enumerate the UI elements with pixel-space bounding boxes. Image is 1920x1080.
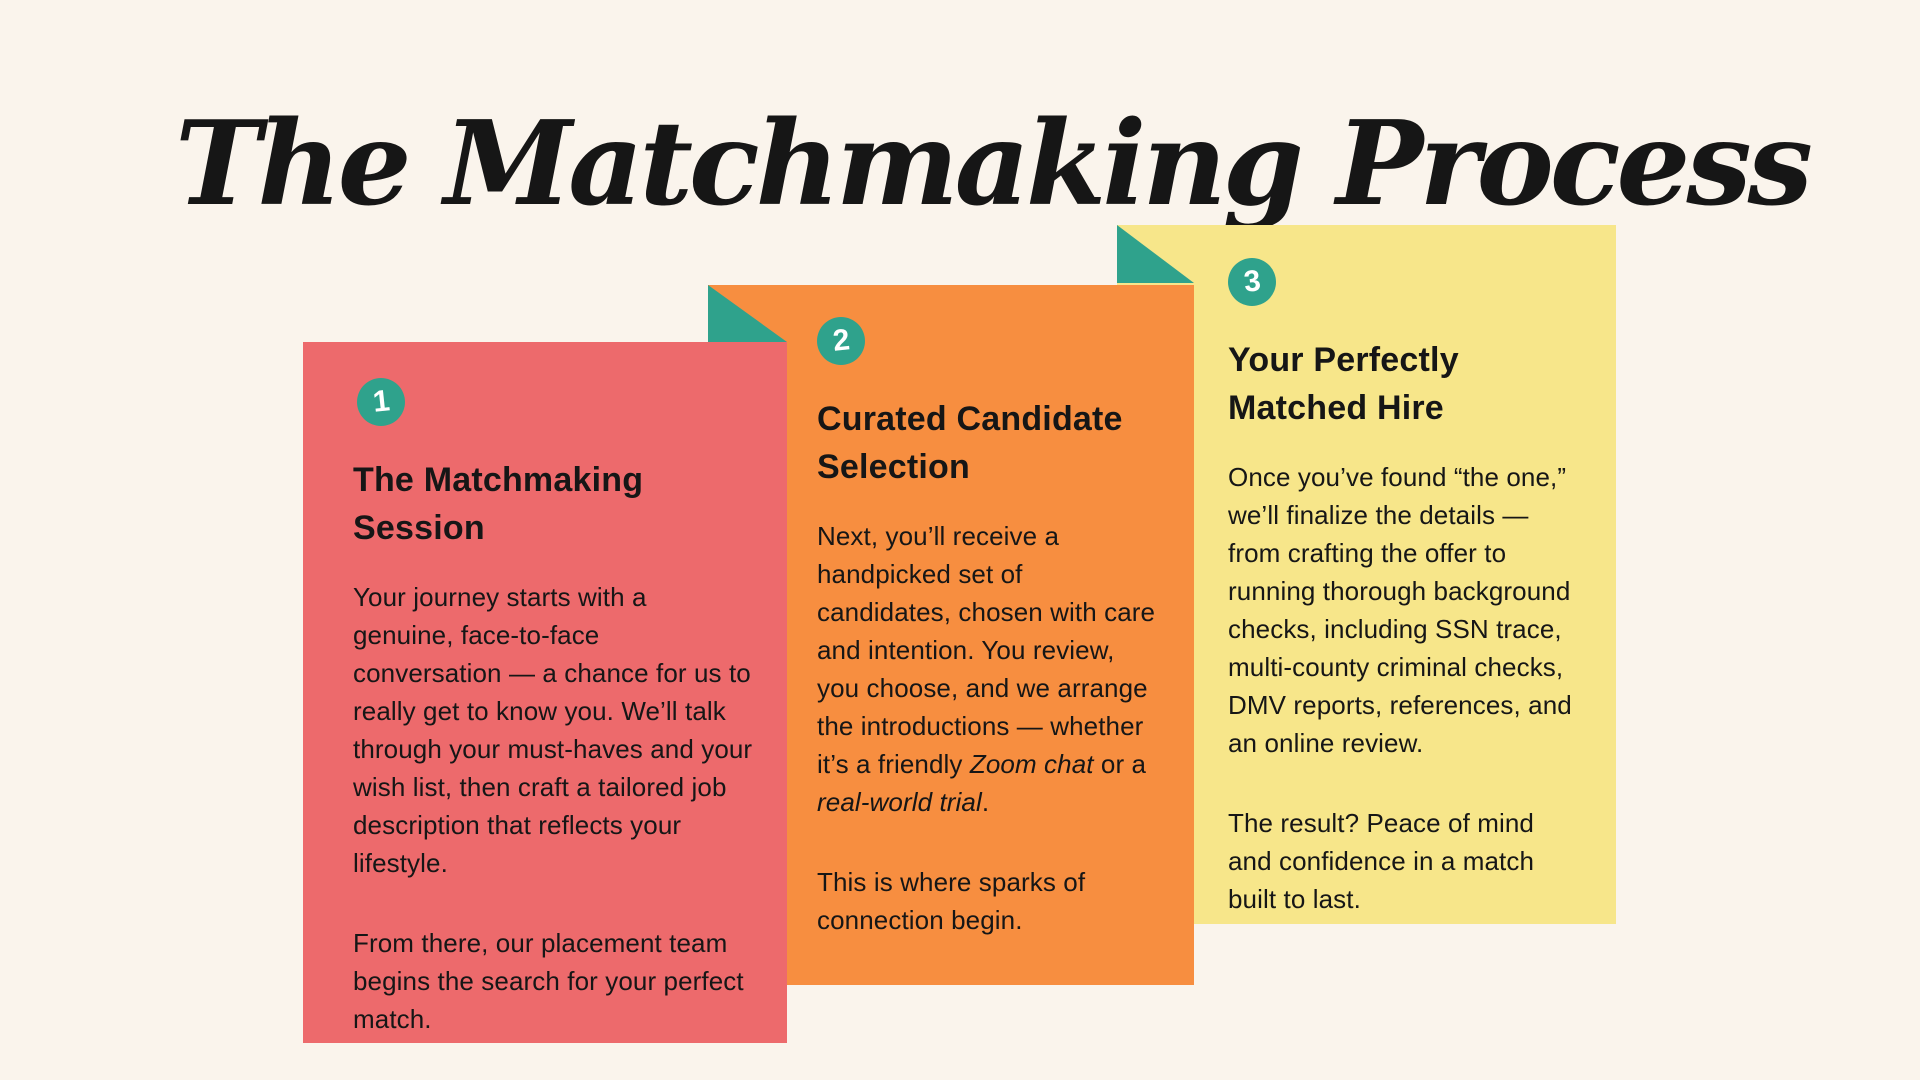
- paragraph-italic-text: Zoom chat: [969, 749, 1094, 779]
- card-paragraph: From there, our placement team begins th…: [353, 928, 744, 1034]
- folded-corner-icon: [708, 285, 787, 342]
- card-title: Curated Candidate Selection: [817, 400, 1123, 486]
- page-title: The Matchmaking Process: [175, 95, 1813, 232]
- card-title: Your Perfectly Matched Hire: [1228, 341, 1459, 427]
- paragraph-italic-text: real-world trial: [817, 787, 982, 817]
- step-card-3: 3 Your Perfectly Matched Hire Once you’v…: [1117, 225, 1616, 924]
- step-number: 2: [830, 323, 851, 358]
- paragraph-text: or a: [1093, 749, 1147, 779]
- card-paragraph: Next, you’ll receive a handpicked set of…: [817, 517, 1158, 821]
- paragraph-text: .: [981, 787, 990, 817]
- step-number-badge: 1: [357, 378, 405, 426]
- card-paragraph: Once you’ve found “the one,” we’ll final…: [1228, 462, 1572, 758]
- card-title: The Matchmaking Session: [353, 461, 644, 547]
- step-card-1: 1 The Matchmaking Session Your journey s…: [303, 342, 787, 1043]
- card-paragraph: Your journey starts with a genuine, face…: [353, 582, 753, 878]
- step-card-2: 2 Curated Candidate Selection Next, you’…: [708, 285, 1194, 985]
- paragraph-text: Next, you’ll receive a handpicked set of…: [817, 521, 1156, 779]
- folded-corner-icon: [1117, 225, 1194, 283]
- step-number-badge: 3: [1228, 258, 1276, 306]
- step-number-badge: 2: [817, 317, 865, 365]
- step-number: 1: [370, 384, 391, 419]
- card-paragraph: The result? Peace of mind and confidence…: [1228, 808, 1535, 914]
- card-paragraph: This is where sparks of connection begin…: [817, 867, 1086, 935]
- step-number: 3: [1241, 264, 1262, 299]
